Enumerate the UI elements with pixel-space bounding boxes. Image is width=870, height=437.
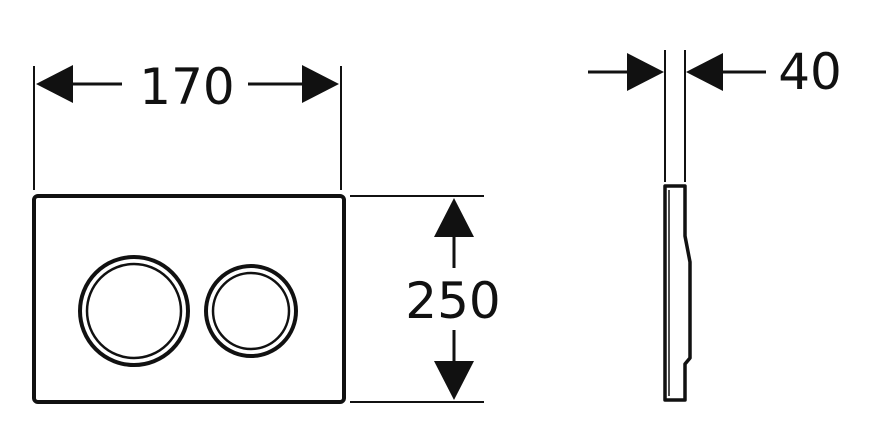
depth-dimension: 40 [588, 43, 842, 182]
large-round-button [78, 255, 190, 367]
width-arrowhead-left [36, 65, 73, 103]
width-label: 170 [139, 58, 234, 116]
depth-label: 40 [778, 43, 842, 101]
side-view [663, 184, 692, 402]
width-dimension: 170 [33, 58, 342, 190]
plate-side-profile [663, 184, 692, 402]
height-arrowhead-bottom [434, 361, 474, 400]
height-label: 250 [405, 272, 500, 330]
height-dimension: 250 [350, 195, 501, 403]
depth-arrowhead-right [686, 53, 723, 91]
depth-arrowhead-left [627, 53, 664, 91]
flush-plate-outline [32, 194, 346, 404]
small-round-button [204, 264, 298, 358]
front-view [32, 194, 346, 404]
height-arrowhead-top [434, 198, 474, 237]
width-arrowhead-right [302, 65, 339, 103]
